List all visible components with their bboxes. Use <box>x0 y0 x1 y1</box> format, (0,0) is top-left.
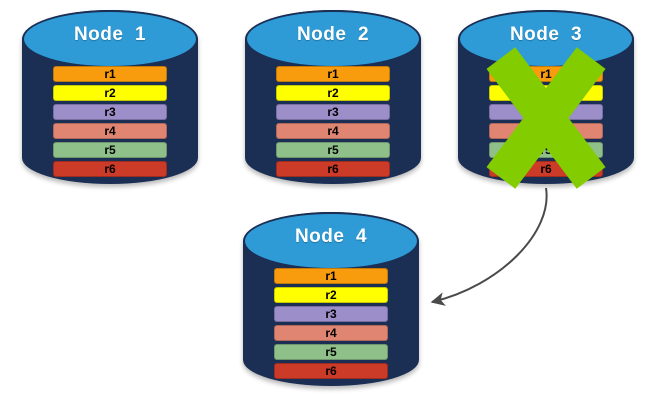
record-bar: r5 <box>53 142 167 158</box>
record-bar: r4 <box>276 123 390 139</box>
record-bar: r3 <box>276 104 390 120</box>
record-bar: r3 <box>53 104 167 120</box>
record-bar: r1 <box>274 268 388 284</box>
record-stack: r1 r2 r3 r4 r5 r6 <box>245 10 421 184</box>
record-bar: r5 <box>489 142 603 158</box>
record-bar: r4 <box>274 325 388 341</box>
record-bar: r6 <box>489 161 603 177</box>
node-title: Node 1 <box>73 24 147 45</box>
record-bar: r3 <box>274 306 388 322</box>
record-bar: r2 <box>53 85 167 101</box>
record-bar: r6 <box>276 161 390 177</box>
node-1[interactable]: Node 1 r1 r2 r3 r4 r5 r6 <box>22 10 198 184</box>
record-bar: r1 <box>53 66 167 82</box>
node-2[interactable]: Node 2 r1 r2 r3 r4 r5 r6 <box>245 10 421 184</box>
record-bar: r6 <box>274 363 388 379</box>
record-bar: r2 <box>274 287 388 303</box>
node-title: Node 3 <box>509 24 583 45</box>
record-bar: r5 <box>274 344 388 360</box>
node-title: Node 4 <box>294 226 368 247</box>
record-stack: r1 r2 r3 r4 r5 r6 <box>243 212 419 386</box>
cylinder-top <box>22 10 198 68</box>
record-bar: r4 <box>53 123 167 139</box>
node-4[interactable]: Node 4 r1 r2 r3 r4 r5 r6 <box>243 212 419 386</box>
node-title: Node 2 <box>296 24 370 45</box>
arrow-path <box>430 187 548 306</box>
record-bar: r3 <box>489 104 603 120</box>
record-bar: r2 <box>489 85 603 101</box>
record-bar: r2 <box>276 85 390 101</box>
record-bar: r4 <box>489 123 603 139</box>
record-bar: r1 <box>489 66 603 82</box>
record-stack: r1 r2 r3 r4 r5 r6 <box>22 10 198 184</box>
record-stack: r1 r2 r3 r4 r5 r6 <box>458 10 634 184</box>
node-3[interactable]: Node 3 r1 r2 r3 r4 r5 r6 <box>458 10 634 189</box>
record-bar: r1 <box>276 66 390 82</box>
record-bar: r6 <box>53 161 167 177</box>
record-bar: r5 <box>276 142 390 158</box>
